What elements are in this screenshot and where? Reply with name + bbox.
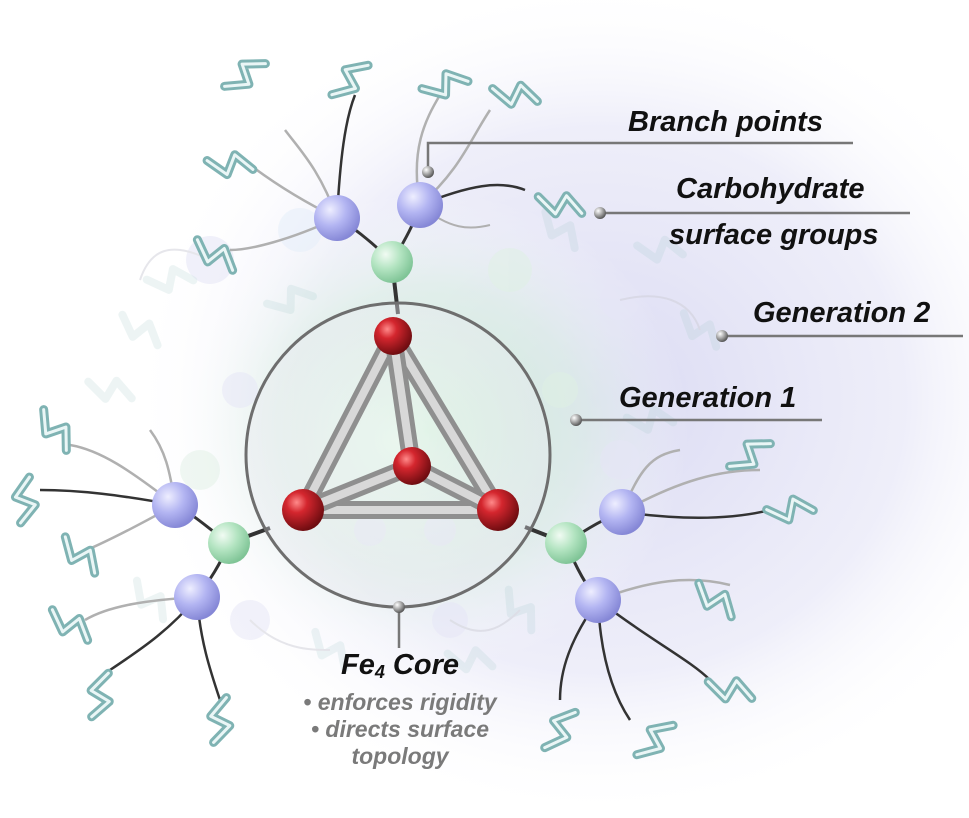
- core-description: Fe4 Core • enforces rigidity • directs s…: [250, 648, 550, 770]
- branch-sphere: [152, 482, 198, 528]
- branch-points-label: Branch points: [628, 106, 823, 138]
- branch-sphere: [174, 574, 220, 620]
- top-dendron: [193, 52, 582, 315]
- branch-points-leader: [426, 141, 853, 170]
- branch-sphere: [599, 489, 645, 535]
- fe-atom: [374, 317, 412, 355]
- carbohydrate-label-line-1: Carbohydrate: [676, 173, 865, 205]
- branch-sphere: [314, 195, 360, 241]
- left-dendron: [7, 410, 271, 743]
- core-bullet-rigidity: • enforces rigidity: [303, 689, 497, 715]
- core-bullet-topology-2: topology: [351, 743, 449, 769]
- generation-1-label: Generation 1: [619, 382, 797, 414]
- branch-sphere: [397, 182, 443, 228]
- right-dendron: [524, 432, 813, 763]
- core-subscript: 4: [374, 662, 385, 682]
- fe-atom: [282, 489, 324, 531]
- generation-2-label: Generation 2: [753, 297, 931, 329]
- label-leaders: [393, 141, 963, 648]
- branch-sphere: [575, 577, 621, 623]
- carbohydrate-label-line-2: surface groups: [669, 219, 879, 251]
- core-element: Fe: [341, 649, 375, 681]
- core-title: Fe4 Core: [250, 648, 550, 689]
- linker-sphere: [371, 241, 413, 283]
- fe-atom: [393, 447, 431, 485]
- linker-sphere: [208, 522, 250, 564]
- core-word: Core: [392, 649, 459, 681]
- fe4-tetrahedron: [282, 317, 519, 531]
- core-bullet-topology-1: • directs surface: [310, 716, 490, 742]
- linker-sphere: [545, 522, 587, 564]
- fe-atom: [477, 489, 519, 531]
